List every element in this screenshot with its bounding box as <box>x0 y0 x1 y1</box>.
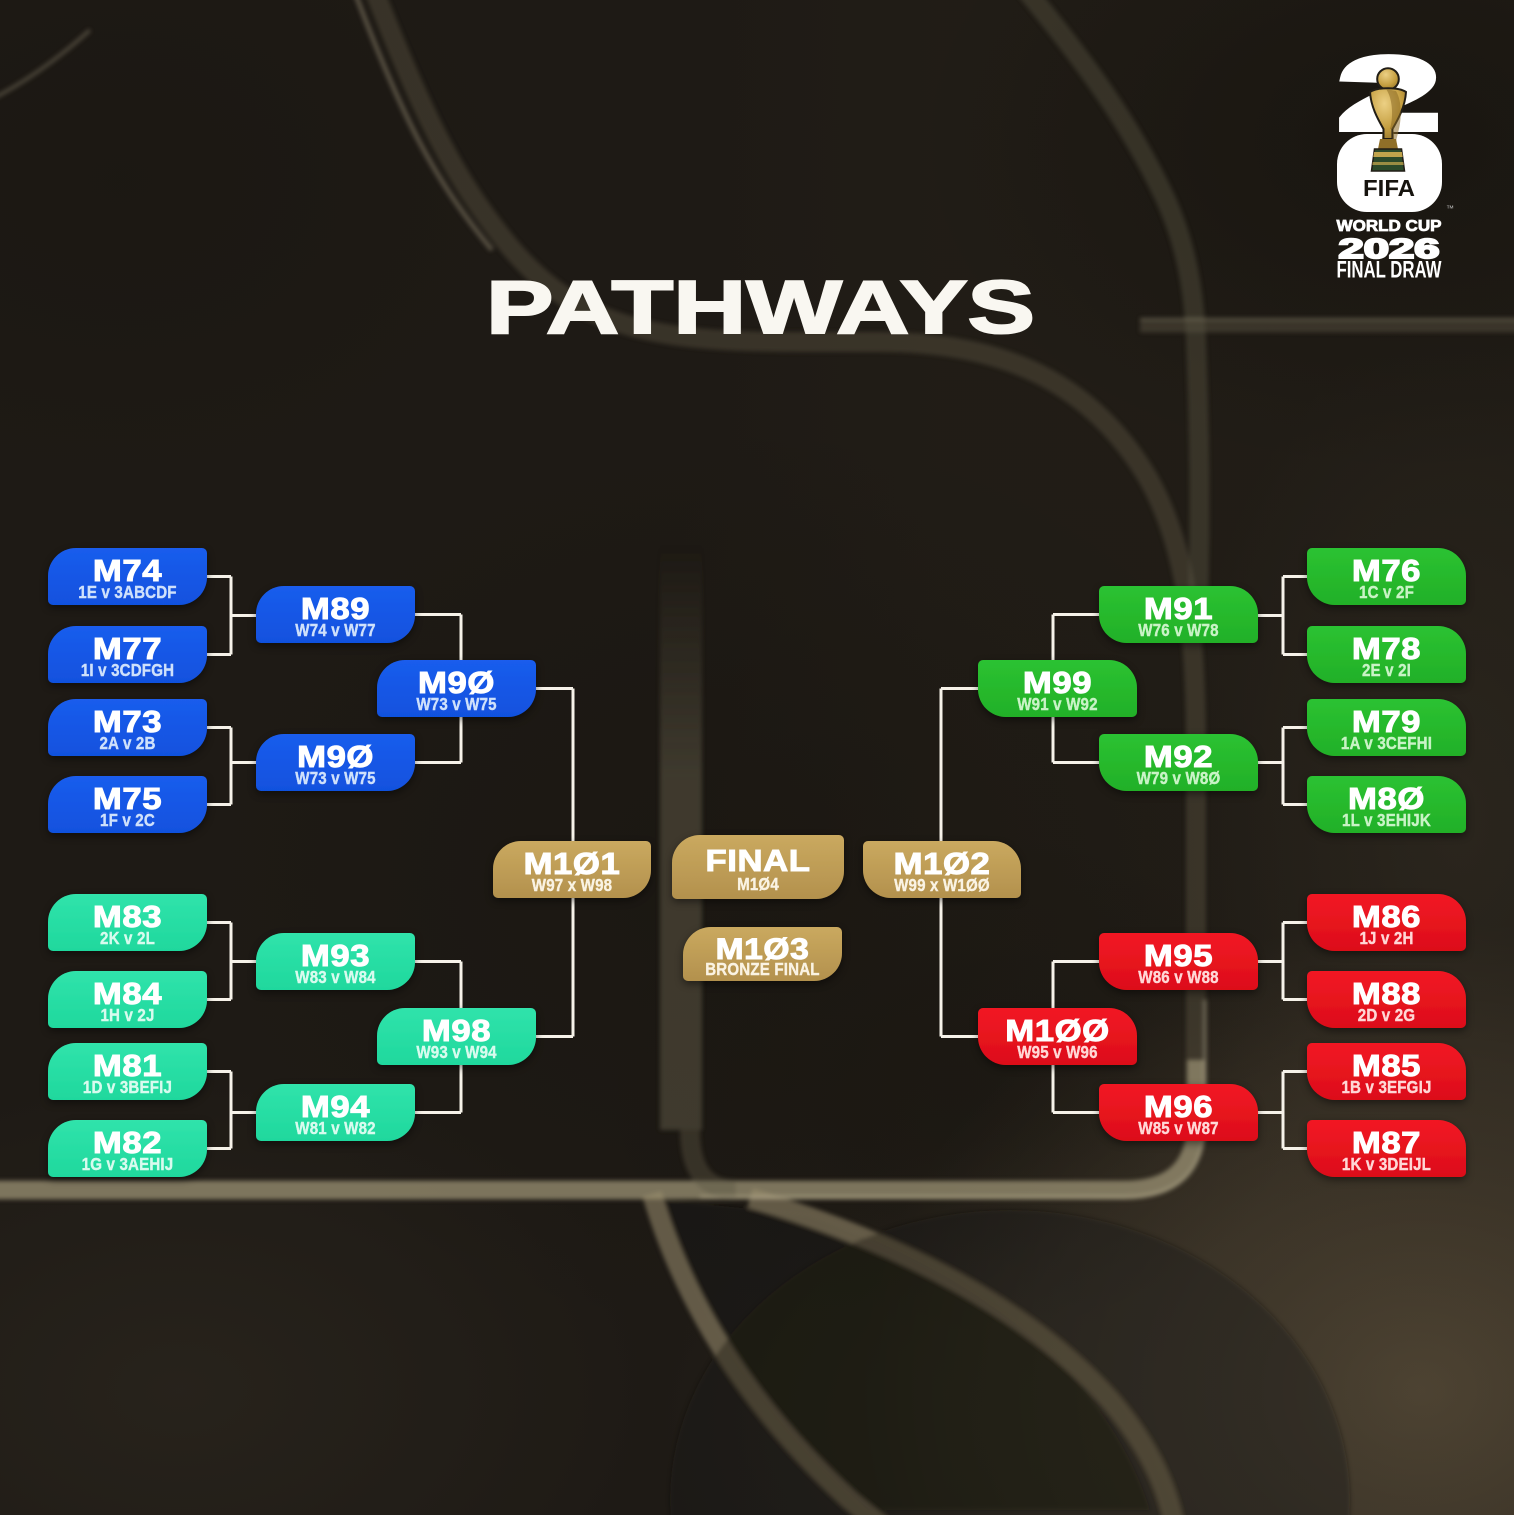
svg-text:W93 v W94: W93 v W94 <box>416 1042 497 1063</box>
svg-text:M92: M92 <box>1144 739 1213 774</box>
svg-text:1G v 3AEHIJ: 1G v 3AEHIJ <box>82 1154 174 1175</box>
svg-text:1J v 2H: 1J v 2H <box>1359 928 1413 949</box>
svg-text:™: ™ <box>1446 204 1454 213</box>
svg-text:WORLD CUP: WORLD CUP <box>1337 218 1442 235</box>
svg-text:M95: M95 <box>1144 938 1213 973</box>
svg-text:M9Ø: M9Ø <box>418 665 495 700</box>
svg-text:PATHWAYS: PATHWAYS <box>486 265 1035 349</box>
svg-text:2A v 2B: 2A v 2B <box>99 733 155 754</box>
svg-text:1E v 3ABCDF: 1E v 3ABCDF <box>78 582 176 603</box>
svg-text:M87: M87 <box>1352 1125 1421 1160</box>
svg-text:M75: M75 <box>93 781 162 816</box>
svg-text:1L v 3EHIJK: 1L v 3EHIJK <box>1342 810 1431 831</box>
svg-text:2D v 2G: 2D v 2G <box>1358 1005 1415 1026</box>
svg-text:1I v 3CDFGH: 1I v 3CDFGH <box>81 660 174 681</box>
svg-text:W83 v W84: W83 v W84 <box>295 967 376 988</box>
svg-text:2: 2 <box>1340 38 1438 150</box>
svg-text:M86: M86 <box>1352 899 1421 934</box>
svg-text:W99 x W1ØØ: W99 x W1ØØ <box>894 875 990 896</box>
svg-text:1B v 3EFGIJ: 1B v 3EFGIJ <box>1341 1077 1431 1098</box>
svg-text:M94: M94 <box>301 1089 370 1124</box>
svg-text:M85: M85 <box>1352 1048 1421 1083</box>
svg-text:M88: M88 <box>1352 976 1421 1011</box>
svg-text:M9Ø: M9Ø <box>297 739 374 774</box>
svg-text:2K v 2L: 2K v 2L <box>100 928 155 949</box>
svg-text:M77: M77 <box>93 631 162 666</box>
svg-text:W73 v W75: W73 v W75 <box>295 768 375 789</box>
svg-text:W91 v W92: W91 v W92 <box>1017 694 1097 715</box>
svg-text:W97 x W98: W97 x W98 <box>532 875 612 896</box>
svg-text:M89: M89 <box>301 591 370 626</box>
svg-text:M98: M98 <box>422 1013 491 1048</box>
svg-text:M96: M96 <box>1144 1089 1213 1124</box>
svg-text:W79 v W8Ø: W79 v W8Ø <box>1137 768 1221 789</box>
svg-text:1K v 3DEIJL: 1K v 3DEIJL <box>1342 1154 1431 1175</box>
svg-text:W81 v W82: W81 v W82 <box>295 1118 375 1139</box>
svg-text:FINAL: FINAL <box>706 843 811 878</box>
svg-text:M83: M83 <box>93 899 162 934</box>
svg-text:M84: M84 <box>93 976 162 1011</box>
svg-text:1C v 2F: 1C v 2F <box>1359 582 1414 603</box>
svg-text:M78: M78 <box>1352 631 1421 666</box>
svg-text:1F v 2C: 1F v 2C <box>100 810 155 831</box>
svg-text:1A v 3CEFHI: 1A v 3CEFHI <box>1341 733 1432 754</box>
svg-text:FINAL DRAW: FINAL DRAW <box>1337 257 1442 284</box>
svg-text:FIFA: FIFA <box>1363 175 1415 201</box>
svg-text:2026: 2026 <box>1339 233 1440 264</box>
svg-text:1H v 2J: 1H v 2J <box>100 1005 154 1026</box>
svg-text:M1Ø4: M1Ø4 <box>737 874 779 895</box>
svg-text:BRONZE FINAL: BRONZE FINAL <box>705 959 819 980</box>
svg-text:M81: M81 <box>93 1048 162 1083</box>
svg-text:M74: M74 <box>93 553 162 588</box>
svg-text:M1Ø2: M1Ø2 <box>894 846 991 881</box>
svg-text:M82: M82 <box>93 1125 162 1160</box>
svg-text:W86 v W88: W86 v W88 <box>1138 967 1218 988</box>
svg-text:W76 v W78: W76 v W78 <box>1138 620 1218 641</box>
svg-text:1D v 3BEFIJ: 1D v 3BEFIJ <box>83 1077 172 1098</box>
svg-text:W85 v W87: W85 v W87 <box>1138 1118 1218 1139</box>
svg-text:M8Ø: M8Ø <box>1348 781 1425 816</box>
svg-text:M73: M73 <box>93 704 162 739</box>
svg-text:W73 v W75: W73 v W75 <box>416 694 496 715</box>
svg-text:M99: M99 <box>1023 665 1092 700</box>
svg-text:M1ØØ: M1ØØ <box>1005 1013 1109 1048</box>
svg-text:M76: M76 <box>1352 553 1421 588</box>
svg-text:M79: M79 <box>1352 704 1421 739</box>
svg-text:M93: M93 <box>301 938 370 973</box>
svg-text:M1Ø3: M1Ø3 <box>716 932 810 966</box>
svg-text:2E v 2I: 2E v 2I <box>1362 660 1411 681</box>
svg-text:M91: M91 <box>1144 591 1213 626</box>
svg-text:W95 v W96: W95 v W96 <box>1017 1042 1097 1063</box>
svg-text:W74 v W77: W74 v W77 <box>295 620 375 641</box>
svg-text:M1Ø1: M1Ø1 <box>524 846 621 881</box>
